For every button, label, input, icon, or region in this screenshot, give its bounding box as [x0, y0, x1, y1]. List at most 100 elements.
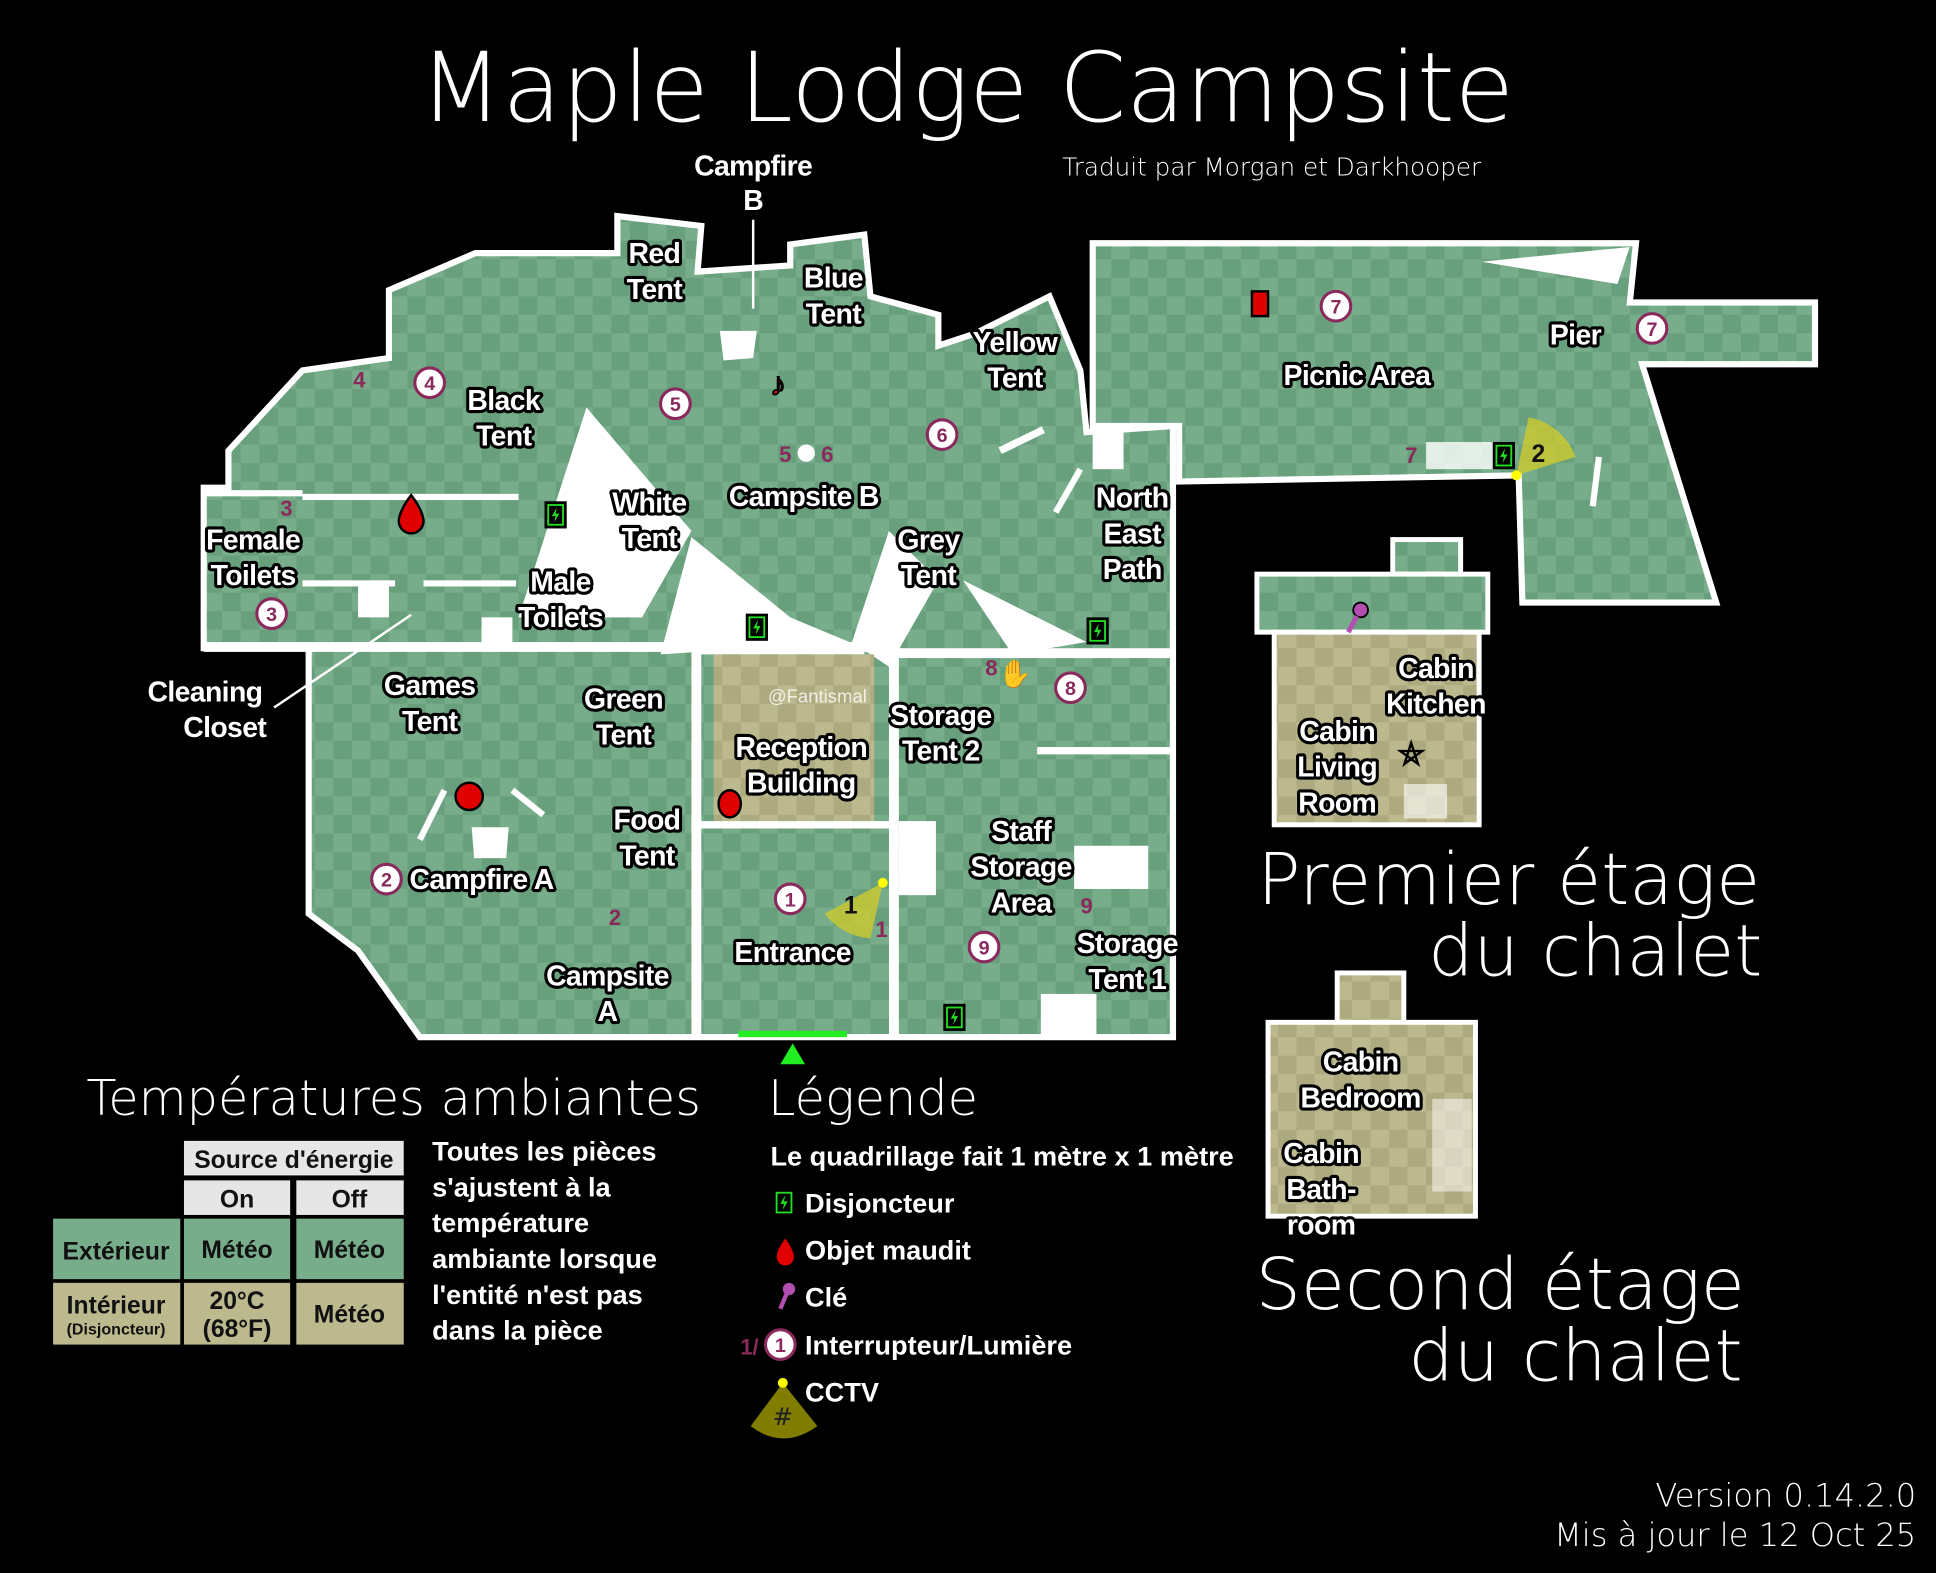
cctv-camera-2[interactable]: 2	[1511, 417, 1576, 481]
switch-1[interactable]: 1	[875, 917, 887, 942]
cursed-object-icon[interactable]	[454, 781, 484, 812]
entrance-door[interactable]	[738, 1030, 847, 1038]
cursed-object-icon	[776, 1238, 794, 1266]
light-2-icon[interactable]: 2	[370, 862, 403, 896]
cctv-number: 1	[844, 893, 858, 920]
entrance-arrow-icon	[780, 1043, 806, 1065]
svg-text:Intérieur: Intérieur	[67, 1293, 166, 1320]
light-6-icon[interactable]: 6	[925, 418, 959, 451]
breaker-icon[interactable]	[744, 612, 769, 642]
legend-heading: Légende	[768, 1069, 978, 1127]
light-1-icon[interactable]: 1	[773, 882, 807, 916]
cctv-camera-1[interactable]: 1	[824, 877, 888, 939]
key-icon[interactable]	[1346, 601, 1369, 634]
switch-4[interactable]: 4	[353, 368, 366, 393]
svg-text:Météo: Météo	[201, 1237, 272, 1264]
cctv-icon: #	[750, 1377, 818, 1439]
light-7b-icon[interactable]: 7	[1635, 312, 1669, 345]
light-5-icon[interactable]: 5	[659, 387, 692, 421]
key-icon	[778, 1282, 796, 1310]
light-4-icon[interactable]: 4	[413, 366, 447, 400]
monkey-paw-cursed-icon[interactable]: ✋	[997, 657, 1032, 689]
label-campsite-b[interactable]: Campsite B	[726, 478, 883, 516]
switch-9[interactable]: 9	[1080, 894, 1092, 919]
switch-6[interactable]: 6	[821, 442, 833, 467]
cursed-object-icon[interactable]	[397, 493, 425, 535]
label-picnic-area[interactable]: Picnic Area	[1280, 357, 1434, 395]
switch-7[interactable]: 7	[1405, 443, 1417, 468]
cursed-object-icon[interactable]	[717, 788, 743, 819]
label-pier[interactable]: Pier	[1547, 316, 1606, 354]
light-7-icon[interactable]: 7	[1319, 289, 1353, 323]
svg-text:5: 5	[670, 394, 681, 416]
svg-text:7: 7	[1330, 297, 1341, 319]
label-campfire-a[interactable]: Campfire A	[406, 861, 557, 899]
svg-text:9: 9	[979, 937, 990, 959]
svg-text:7: 7	[1647, 319, 1658, 341]
svg-text:(68°F): (68°F)	[203, 1316, 272, 1343]
legend-cursed-object: Objet maudit	[805, 1234, 971, 1265]
summoning-circle-cursed-icon[interactable]: ⛤	[1398, 735, 1425, 772]
switch-8[interactable]: 8	[985, 655, 997, 680]
music-box-cursed-icon[interactable]: ♪	[769, 365, 787, 403]
svg-text:Météo: Météo	[314, 1301, 385, 1328]
switch-light-icon: 1	[763, 1328, 797, 1361]
light-3-icon[interactable]: 3	[255, 597, 288, 631]
svg-text:Off: Off	[332, 1187, 368, 1214]
reception-building-floor	[713, 654, 875, 822]
breaker-icon[interactable]	[942, 1002, 967, 1032]
breaker-icon[interactable]	[1085, 616, 1110, 646]
legend-switch-number: 1/	[740, 1334, 759, 1359]
cabin-first-floor	[1254, 537, 1491, 828]
switch-2[interactable]: 2	[609, 905, 621, 930]
breaker-icon[interactable]	[543, 500, 568, 530]
light-markers: 1 2 3 4 5 6 7 7 8 9	[255, 289, 1669, 964]
svg-text:Météo: Météo	[314, 1237, 385, 1264]
svg-text:8: 8	[1065, 678, 1076, 700]
breaker-icon[interactable]	[1491, 441, 1516, 471]
watermark: @Fantismal	[768, 686, 867, 707]
switch-3[interactable]: 3	[280, 496, 292, 521]
svg-text:#: #	[772, 1402, 793, 1431]
svg-text:1: 1	[775, 1335, 786, 1357]
cursed-object-icon[interactable]	[1250, 290, 1270, 318]
svg-text:On: On	[220, 1187, 254, 1214]
svg-text:2: 2	[381, 870, 392, 892]
map-title: Maple Lodge Campsite	[419, 32, 1514, 144]
cabin-second-floor	[1265, 970, 1478, 1219]
cctv-number: 2	[1532, 441, 1546, 468]
light-9-icon[interactable]: 9	[967, 930, 1001, 964]
switch-5[interactable]: 5	[779, 442, 791, 467]
label-entrance[interactable]: Entrance	[731, 934, 854, 972]
light-8-icon[interactable]: 8	[1054, 671, 1087, 705]
legend-switch-light: Interrupteur/Lumière	[805, 1329, 1072, 1360]
